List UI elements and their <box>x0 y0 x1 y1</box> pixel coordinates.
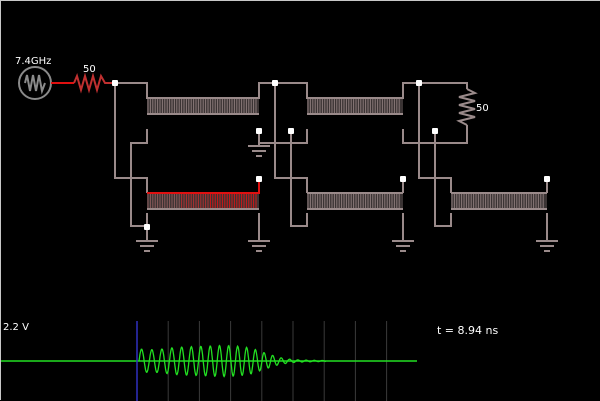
wire <box>274 131 308 193</box>
ground-icon <box>536 240 558 252</box>
tline-body <box>451 194 547 208</box>
ac-source[interactable]: 7.4GHz <box>15 56 52 100</box>
connection-node[interactable] <box>544 176 550 182</box>
source-resistor-label: 50 <box>83 64 96 75</box>
wire <box>419 82 468 89</box>
resistor-icon <box>73 72 115 94</box>
tline-body <box>307 194 403 208</box>
connection-node[interactable] <box>288 128 294 134</box>
connection-node[interactable] <box>256 128 262 134</box>
connection-node[interactable] <box>272 80 278 86</box>
source-resistor[interactable]: 50 <box>73 64 115 94</box>
sine-wave-icon <box>24 74 46 95</box>
load-resistor-label: 50 <box>476 103 489 114</box>
wire-hot <box>201 178 260 194</box>
transmission-line[interactable] <box>307 192 403 210</box>
connection-node[interactable] <box>400 176 406 182</box>
scope-panel[interactable] <box>1 321 417 401</box>
ground-icon <box>136 240 158 252</box>
transmission-line[interactable] <box>307 97 403 115</box>
voltage-trace <box>138 344 327 378</box>
transmission-line[interactable] <box>451 192 547 210</box>
scope-scale-label: 2.2 V <box>3 322 29 333</box>
wire <box>114 83 148 193</box>
transmission-line[interactable] <box>147 192 259 210</box>
wire <box>402 82 420 131</box>
load-resistor[interactable]: 50 <box>456 88 489 126</box>
connection-node[interactable] <box>432 128 438 134</box>
wire <box>258 82 276 131</box>
ground-icon <box>248 145 270 157</box>
wire <box>418 131 452 193</box>
tline-body <box>307 99 403 113</box>
connection-node[interactable] <box>112 80 118 86</box>
resistor-icon <box>456 88 478 126</box>
transmission-line[interactable] <box>147 97 259 115</box>
source-frequency-label: 7.4GHz <box>15 56 51 67</box>
connection-node[interactable] <box>144 224 150 230</box>
wire <box>275 82 308 99</box>
simulation-time-label: t = 8.94 ns <box>437 324 499 337</box>
ground-icon <box>248 240 270 252</box>
connection-node[interactable] <box>256 176 262 182</box>
connection-node[interactable] <box>416 80 422 86</box>
ground-icon <box>392 240 414 252</box>
wire <box>259 129 308 144</box>
wire <box>115 82 148 99</box>
